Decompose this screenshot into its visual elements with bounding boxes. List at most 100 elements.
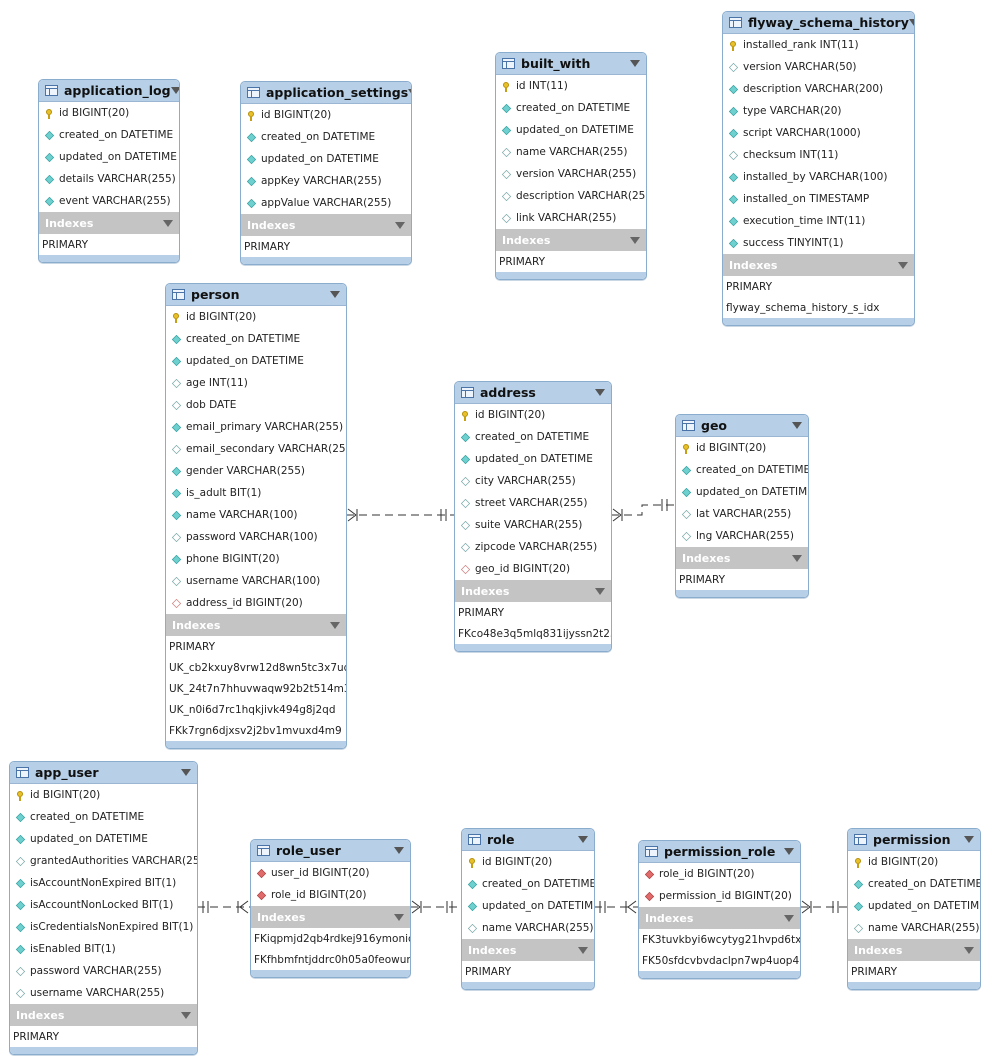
column-row[interactable]: id BIGINT(20): [848, 851, 980, 873]
indexes-header[interactable]: Indexes: [241, 214, 411, 236]
column-row[interactable]: description VARCHAR(200): [723, 78, 914, 100]
collapse-arrow-icon[interactable]: [181, 1011, 191, 1019]
column-row[interactable]: isEnabled BIT(1): [10, 938, 197, 960]
index-row[interactable]: PRIMARY: [496, 251, 646, 272]
column-row[interactable]: created_on DATETIME: [10, 806, 197, 828]
column-row[interactable]: gender VARCHAR(255): [166, 460, 346, 482]
column-row[interactable]: password VARCHAR(255): [10, 960, 197, 982]
column-row[interactable]: created_on DATETIME: [462, 873, 594, 895]
table-header[interactable]: permission: [848, 829, 980, 851]
collapse-arrow-icon[interactable]: [630, 236, 640, 244]
column-row[interactable]: installed_by VARCHAR(100): [723, 166, 914, 188]
collapse-arrow-icon[interactable]: [578, 836, 588, 843]
collapse-arrow-icon[interactable]: [170, 87, 179, 94]
column-row[interactable]: id BIGINT(20): [676, 437, 808, 459]
collapse-arrow-icon[interactable]: [330, 621, 340, 629]
indexes-header[interactable]: Indexes: [462, 939, 594, 961]
column-row[interactable]: geo_id BIGINT(20): [455, 558, 611, 580]
column-row[interactable]: version VARCHAR(255): [496, 163, 646, 185]
column-row[interactable]: role_id BIGINT(20): [251, 884, 410, 906]
column-row[interactable]: name VARCHAR(255): [848, 917, 980, 939]
collapse-arrow-icon[interactable]: [792, 422, 802, 429]
column-row[interactable]: zipcode VARCHAR(255): [455, 536, 611, 558]
column-row[interactable]: address_id BIGINT(20): [166, 592, 346, 614]
column-row[interactable]: updated_on DATETIME: [455, 448, 611, 470]
column-row[interactable]: installed_on TIMESTAMP: [723, 188, 914, 210]
column-row[interactable]: created_on DATETIME: [39, 124, 179, 146]
column-row[interactable]: id BIGINT(20): [10, 784, 197, 806]
column-row[interactable]: grantedAuthorities VARCHAR(255): [10, 850, 197, 872]
column-row[interactable]: updated_on DATETIME: [241, 148, 411, 170]
index-row[interactable]: FK50sfdcvbvdaclpn7wp4uop4ml: [639, 950, 800, 971]
column-row[interactable]: success TINYINT(1): [723, 232, 914, 254]
column-row[interactable]: name VARCHAR(255): [462, 917, 594, 939]
column-row[interactable]: lat VARCHAR(255): [676, 503, 808, 525]
index-row[interactable]: PRIMARY: [848, 961, 980, 982]
column-row[interactable]: username VARCHAR(100): [166, 570, 346, 592]
index-row[interactable]: PRIMARY: [455, 602, 611, 623]
column-row[interactable]: is_adult BIT(1): [166, 482, 346, 504]
indexes-header[interactable]: Indexes: [166, 614, 346, 636]
indexes-header[interactable]: Indexes: [723, 254, 914, 276]
collapse-arrow-icon[interactable]: [784, 914, 794, 922]
collapse-arrow-icon[interactable]: [408, 89, 411, 96]
table-header[interactable]: permission_role: [639, 841, 800, 863]
column-row[interactable]: id INT(11): [496, 75, 646, 97]
column-row[interactable]: updated_on DATETIME: [39, 146, 179, 168]
table-header[interactable]: flyway_schema_history: [723, 12, 914, 34]
collapse-arrow-icon[interactable]: [784, 848, 794, 855]
column-row[interactable]: city VARCHAR(255): [455, 470, 611, 492]
column-row[interactable]: email_primary VARCHAR(255): [166, 416, 346, 438]
indexes-header[interactable]: Indexes: [676, 547, 808, 569]
column-row[interactable]: event VARCHAR(255): [39, 190, 179, 212]
column-row[interactable]: name VARCHAR(255): [496, 141, 646, 163]
collapse-arrow-icon[interactable]: [898, 261, 908, 269]
column-row[interactable]: appKey VARCHAR(255): [241, 170, 411, 192]
column-row[interactable]: id BIGINT(20): [462, 851, 594, 873]
column-row[interactable]: password VARCHAR(100): [166, 526, 346, 548]
column-row[interactable]: isAccountNonLocked BIT(1): [10, 894, 197, 916]
column-row[interactable]: updated_on DATETIME: [10, 828, 197, 850]
column-row[interactable]: email_secondary VARCHAR(255): [166, 438, 346, 460]
indexes-header[interactable]: Indexes: [639, 907, 800, 929]
collapse-arrow-icon[interactable]: [964, 836, 974, 843]
column-row[interactable]: isAccountNonExpired BIT(1): [10, 872, 197, 894]
indexes-header[interactable]: Indexes: [10, 1004, 197, 1026]
collapse-arrow-icon[interactable]: [181, 769, 191, 776]
index-row[interactable]: UK_cb2kxuy8vrw12d8wn5tc3x7uq: [166, 657, 346, 678]
column-row[interactable]: name VARCHAR(100): [166, 504, 346, 526]
column-row[interactable]: id BIGINT(20): [166, 306, 346, 328]
column-row[interactable]: type VARCHAR(20): [723, 100, 914, 122]
indexes-header[interactable]: Indexes: [39, 212, 179, 234]
collapse-arrow-icon[interactable]: [630, 60, 640, 67]
column-row[interactable]: age INT(11): [166, 372, 346, 394]
column-row[interactable]: user_id BIGINT(20): [251, 862, 410, 884]
column-row[interactable]: version VARCHAR(50): [723, 56, 914, 78]
index-row[interactable]: PRIMARY: [462, 961, 594, 982]
column-row[interactable]: details VARCHAR(255): [39, 168, 179, 190]
table-header[interactable]: app_user: [10, 762, 197, 784]
column-row[interactable]: dob DATE: [166, 394, 346, 416]
collapse-arrow-icon[interactable]: [908, 19, 914, 26]
collapse-arrow-icon[interactable]: [595, 389, 605, 396]
indexes-header[interactable]: Indexes: [251, 906, 410, 928]
column-row[interactable]: lng VARCHAR(255): [676, 525, 808, 547]
column-row[interactable]: appValue VARCHAR(255): [241, 192, 411, 214]
index-row[interactable]: FKiqpmjd2qb4rdkej916ymonic6: [251, 928, 410, 949]
collapse-arrow-icon[interactable]: [964, 946, 974, 954]
column-row[interactable]: updated_on DATETIME: [496, 119, 646, 141]
column-row[interactable]: updated_on DATETIME: [676, 481, 808, 503]
indexes-header[interactable]: Indexes: [455, 580, 611, 602]
column-row[interactable]: created_on DATETIME: [241, 126, 411, 148]
column-row[interactable]: created_on DATETIME: [496, 97, 646, 119]
column-row[interactable]: role_id BIGINT(20): [639, 863, 800, 885]
table-header[interactable]: geo: [676, 415, 808, 437]
